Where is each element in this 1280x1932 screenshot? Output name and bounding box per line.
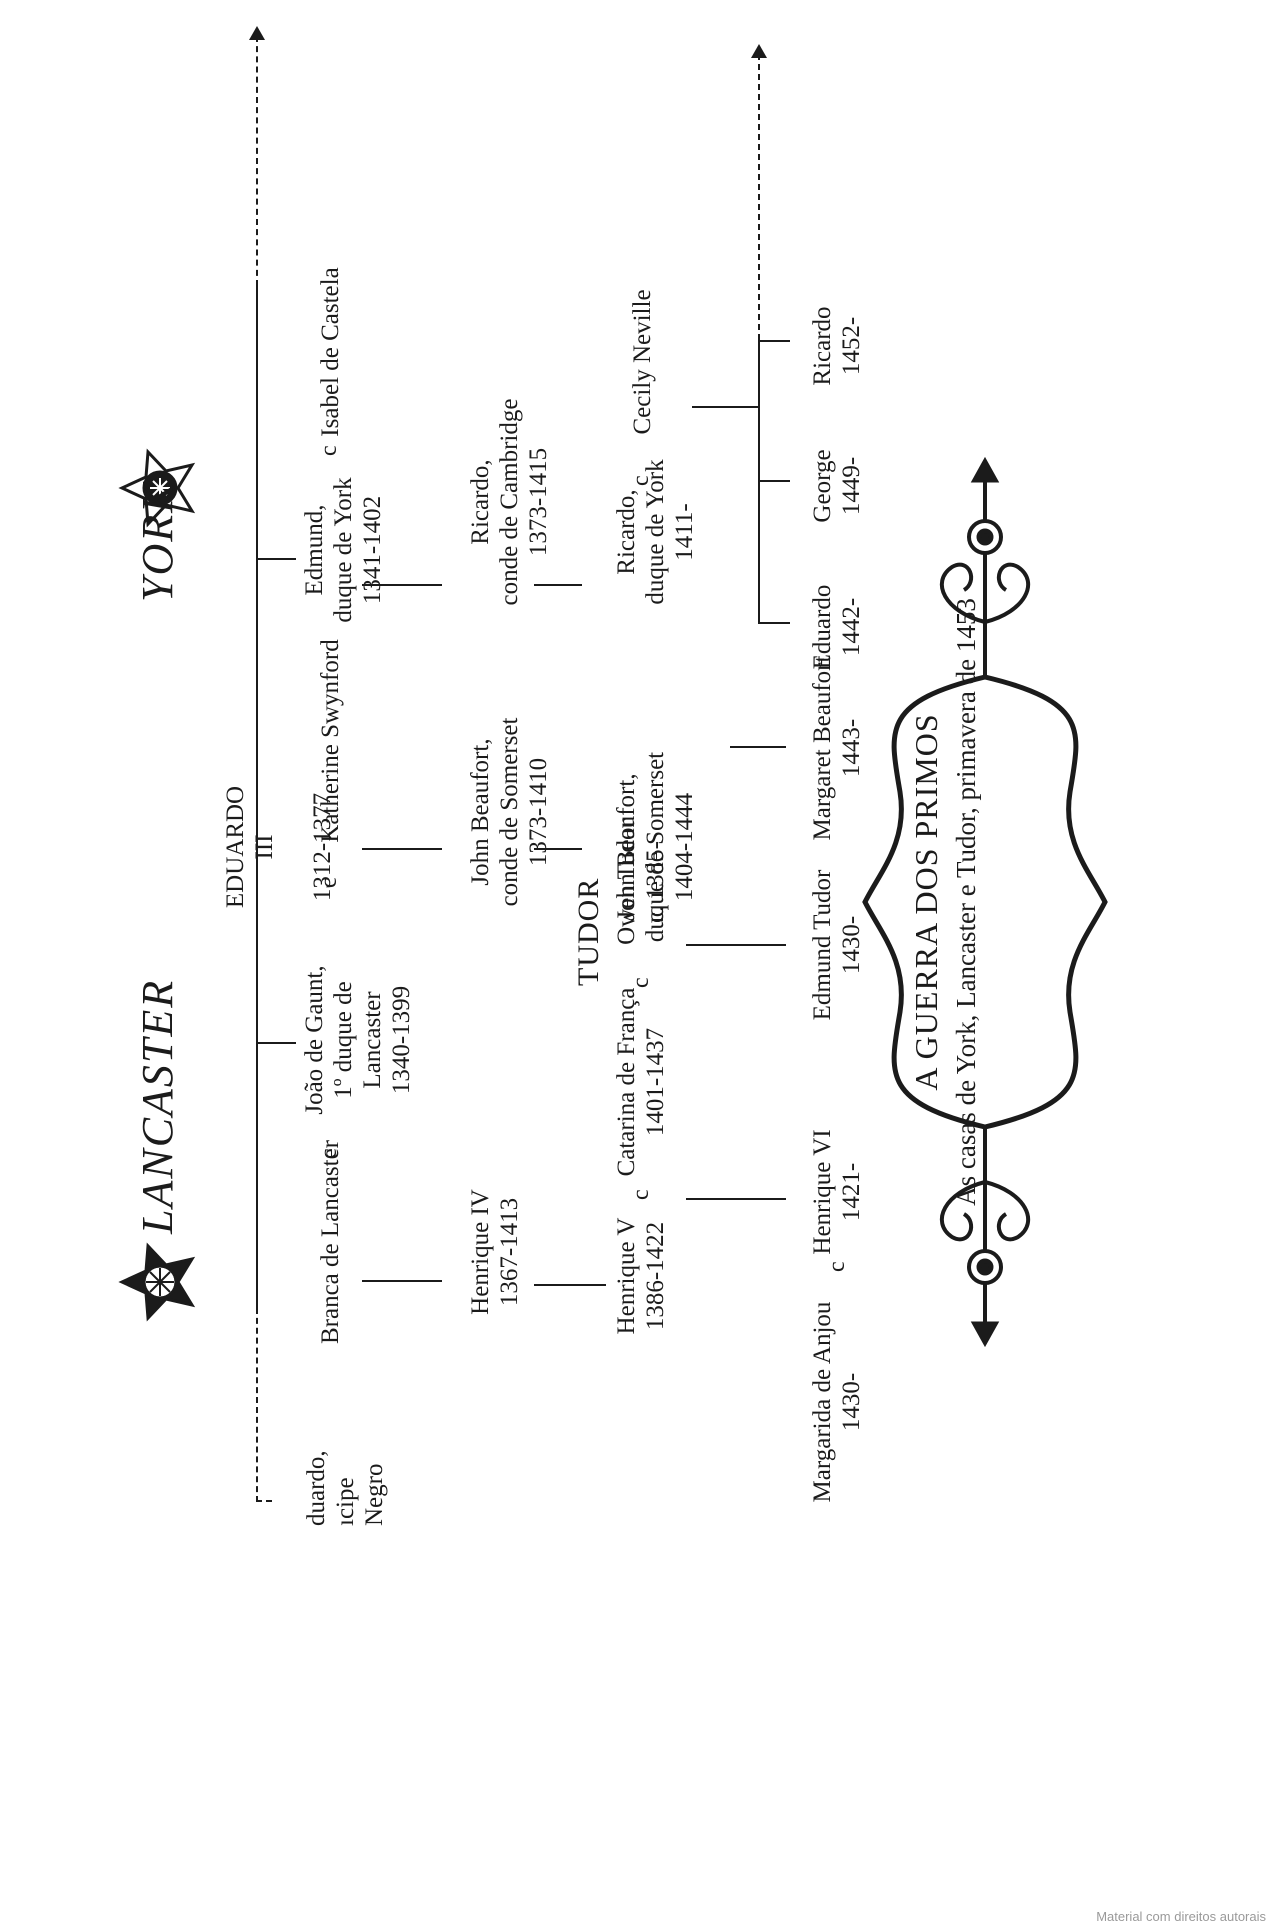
house-tudor-label: TUDOR (572, 877, 605, 986)
line-ricardo-cambridge-to-ricardo-york (534, 584, 582, 586)
line-henrique-v-catarina-to-henrique-vi (686, 1198, 786, 1200)
drop-eduardo (758, 622, 790, 624)
person-henrique-vi: Henrique VI 1421- (809, 1129, 865, 1255)
line-john-beaufort-to-john-beaufort (534, 848, 582, 850)
person-edmund-duque-de-york: Edmund, duque de York 1341-1402 (301, 477, 386, 623)
person-name: EDUARDO III (222, 785, 278, 909)
person-henrique-iv: Henrique IV 1367-1413 (467, 1189, 523, 1315)
cartouche-title: A GUERRA DOS PRIMOS (908, 713, 944, 1091)
person-catarina-de-franca: Catarina de França 1401-1437 (613, 987, 669, 1177)
person-george: George 1449- (809, 449, 865, 523)
person-henrique-v: Henrique V 1386-1422 (613, 1217, 669, 1335)
york-rose-icon (118, 448, 196, 528)
line-henrique-iv-to-henrique-v (534, 1284, 606, 1286)
line-ricardo-cecily-down (692, 406, 758, 408)
gen2-drop-edmund (256, 558, 296, 560)
gen2-drop-gaunt (256, 1042, 296, 1044)
house-york-label: YORK (133, 481, 182, 602)
drop-george (758, 480, 790, 482)
line-katherine-to-john-beaufort (362, 848, 442, 850)
gen2-dashed-right (256, 36, 258, 286)
person-joao-de-gaunt: João de Gaunt, 1º duque de Lancaster 134… (301, 965, 415, 1115)
line-edmund-to-ricardo-cambridge (362, 584, 442, 586)
person-edmund-tudor: Edmund Tudor 1430- (809, 869, 865, 1021)
gen2-dashed-left (256, 1308, 258, 1502)
lancaster-rose-icon (118, 1242, 196, 1322)
person-ricardo-duque-de-york: Ricardo, duque de York 1411- (613, 459, 698, 605)
person-margarida-de-anjou: Margarida de Anjou 1430- (809, 1301, 865, 1503)
copyright-notice: Material com direitos autorais (1096, 1909, 1266, 1924)
marriage-symbol: c (316, 877, 342, 888)
person-eduardo: Eduardo 1442- (809, 584, 865, 670)
ornamental-cartouche (862, 456, 1108, 1348)
person-isabel-de-castela: Isabel de Castela (317, 267, 344, 437)
person-eduardo-principe-negro: duardo, ıcipe Negro (303, 1450, 388, 1526)
line-john-beaufort-to-margaret-beaufort (730, 746, 786, 748)
marriage-symbol: c (824, 1261, 850, 1272)
person-ricardo-conde-de-cambridge: Ricardo, conde de Cambridge 1373-1415 (467, 398, 552, 606)
york-dashed-right (758, 54, 760, 340)
line-branca-to-henrique-iv (362, 1280, 442, 1282)
person-katherine-swynford: Katherine Swynford (317, 639, 344, 843)
gen2-bracket-line (256, 286, 258, 1308)
person-john-beaufort-conde-de-somerset: John Beaufort, conde de Somerset 1373-14… (467, 717, 552, 907)
house-lancaster-label: LANCASTER (133, 978, 182, 1234)
york-children-bracket (758, 340, 760, 624)
arrow-right-icon (751, 44, 767, 58)
person-cecily-neville: Cecily Neville (629, 289, 656, 435)
marriage-symbol: c (628, 475, 654, 486)
line-catarina-owen-to-edmund-tudor (686, 944, 786, 946)
arrow-right-icon (249, 26, 265, 40)
gen2-dashed-drop (256, 1500, 272, 1502)
person-ricardo-1452: Ricardo 1452- (809, 306, 865, 386)
cartouche-subtitle: As casas de York, Lancaster e Tudor, pri… (951, 598, 981, 1206)
drop-ricardo (758, 340, 790, 342)
